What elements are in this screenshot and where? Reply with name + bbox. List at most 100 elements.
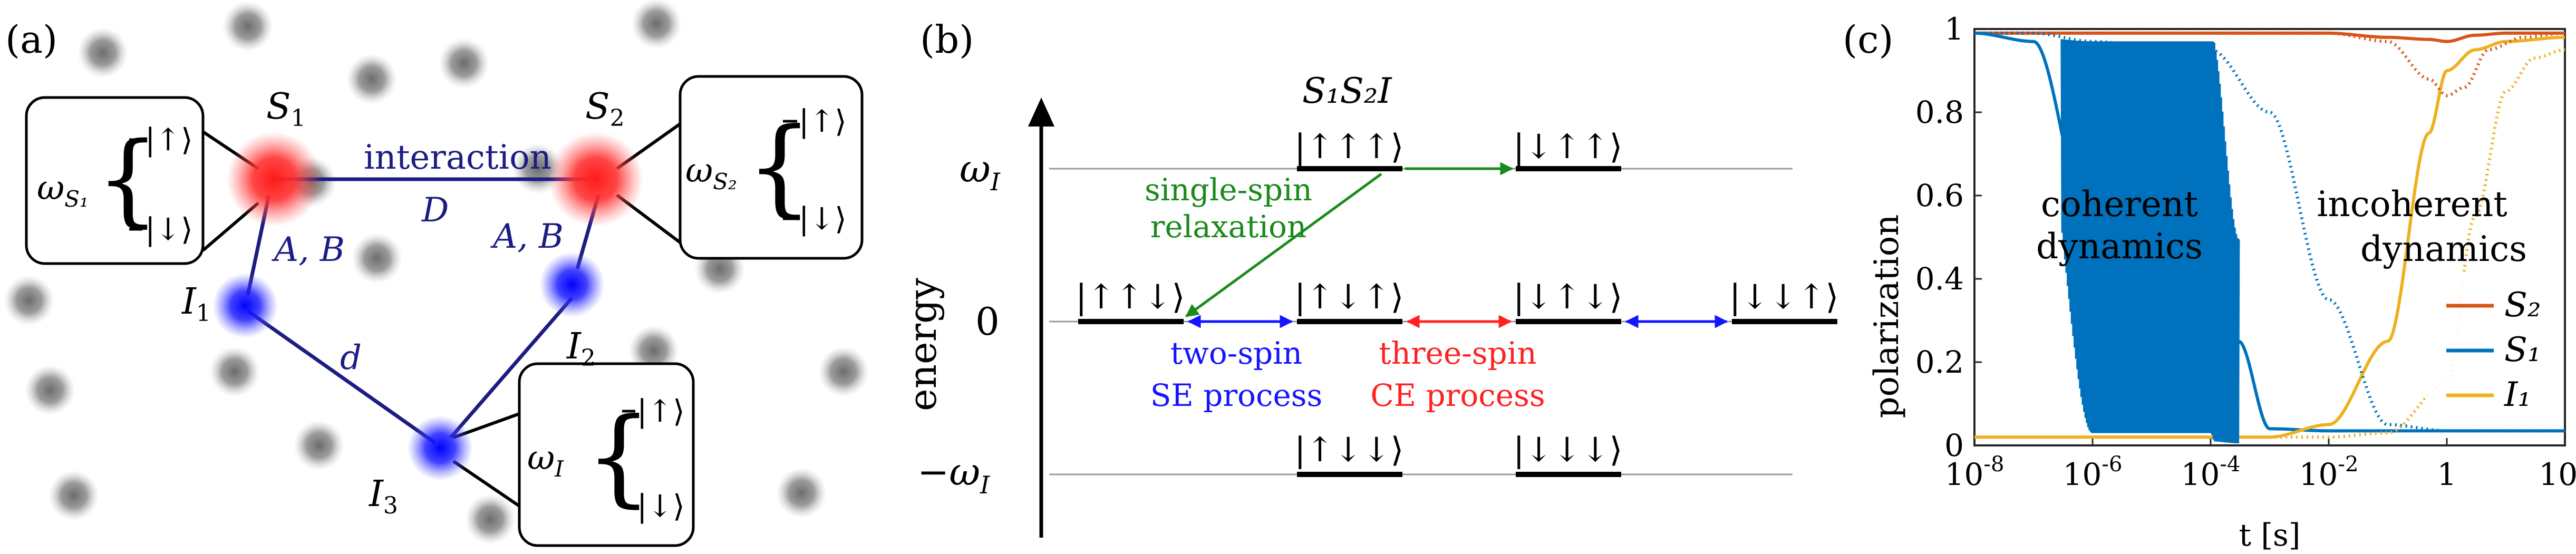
legend-bg bbox=[2425, 274, 2560, 411]
panel-b-label: (b) bbox=[920, 17, 974, 62]
electron-spin-s1 bbox=[227, 132, 322, 227]
d-capital-label: D bbox=[421, 191, 449, 230]
panel-b: (b) energy ωI 0 −ωI S₁S₂I |↑↑↑⟩ |↓↑↑⟩ |↑… bbox=[900, 17, 1838, 538]
zero-tick: 0 bbox=[975, 299, 1000, 344]
ket-down: |↓⟩ bbox=[637, 488, 685, 524]
bath-spin bbox=[439, 38, 489, 89]
ket-down: |↓⟩ bbox=[145, 211, 193, 247]
x-tick-label: 10-4 bbox=[2181, 452, 2241, 492]
omega-s2-label: ωS₂ bbox=[685, 151, 737, 195]
panel-a: (a) bbox=[4, 0, 869, 547]
brace: { bbox=[746, 105, 813, 228]
bath-spin bbox=[465, 494, 516, 545]
x-tick-label: 102 bbox=[2539, 452, 2576, 492]
d-small-label: d bbox=[340, 338, 362, 377]
level-box-frame bbox=[518, 362, 695, 547]
single-spin-label: single-spin bbox=[1145, 172, 1312, 208]
ab-left-label: A, B bbox=[272, 230, 345, 269]
y-tick-label: 0 bbox=[1944, 427, 1964, 463]
level-box-s1: ωS₁ { |↑⟩ |↓⟩ bbox=[25, 96, 259, 265]
interaction-label: interaction bbox=[364, 138, 551, 177]
omega-i-label: ωI bbox=[527, 439, 564, 482]
y-tick-label: 0.6 bbox=[1915, 178, 1964, 213]
ket-ddd: |↓↓↓⟩ bbox=[1513, 431, 1622, 470]
bath-spin bbox=[4, 275, 54, 326]
y-axis-label: polarization bbox=[1867, 215, 1906, 419]
bath-spin bbox=[352, 233, 402, 284]
annot-incoherent-2: dynamics bbox=[2360, 229, 2527, 269]
y-tick-label: 1 bbox=[1944, 11, 1964, 47]
ket-duu: |↓↑↑⟩ bbox=[1513, 128, 1622, 167]
ket-uuu: |↑↑↑⟩ bbox=[1294, 128, 1403, 167]
y-tick-label: 0.8 bbox=[1915, 94, 1964, 130]
bath-spin bbox=[346, 54, 397, 104]
dipolar-line-i2-i3 bbox=[449, 296, 574, 439]
x-axis-label: t [s] bbox=[2239, 517, 2301, 553]
ket-udd: |↑↓↓⟩ bbox=[1294, 431, 1403, 470]
ket-uud: |↑↑↓⟩ bbox=[1076, 278, 1185, 317]
ket-up: |↑⟩ bbox=[637, 393, 685, 429]
i1-label: I1 bbox=[181, 281, 211, 327]
level-box-s2: ωS₂ { |↑⟩ |↓⟩ bbox=[616, 75, 864, 260]
x-tick-label: 10-2 bbox=[2299, 452, 2359, 492]
energy-axis-label: energy bbox=[900, 278, 945, 411]
bath-spin bbox=[294, 420, 344, 471]
se-process-label: SE process bbox=[1150, 377, 1323, 413]
s2-label: S2 bbox=[585, 86, 625, 132]
bath-spin bbox=[818, 346, 869, 397]
y-tick-label: 0.4 bbox=[1915, 261, 1964, 297]
series-dotted-3 bbox=[1974, 31, 2565, 98]
bath-spin bbox=[25, 365, 75, 415]
s1-label: S1 bbox=[266, 86, 306, 132]
ket-ddu: |↓↓↑⟩ bbox=[1729, 278, 1838, 317]
series-dotted-5 bbox=[1974, 48, 2565, 439]
state-header: S₁S₂I bbox=[1302, 71, 1392, 111]
axis-ticks: 10-810-610-410-2110200.20.40.60.81 bbox=[1915, 11, 2576, 492]
ket-down: |↓⟩ bbox=[799, 201, 847, 237]
x-tick-label: 1 bbox=[2437, 456, 2457, 492]
dipolar-line-i1-i3 bbox=[246, 309, 437, 444]
x-tick-label: 10-6 bbox=[2063, 452, 2123, 492]
i2-label: I2 bbox=[566, 326, 596, 372]
energy-axis-arrowhead bbox=[1028, 98, 1054, 127]
omega-s1-label: ωS₁ bbox=[37, 169, 89, 212]
bath-spin bbox=[222, 1, 273, 52]
coherent-oscillation bbox=[2060, 39, 2240, 444]
annot-coherent-2: dynamics bbox=[2036, 226, 2203, 267]
three-spin-label: three-spin bbox=[1379, 335, 1536, 371]
legend: S₂ S₁ I₁ bbox=[2425, 274, 2560, 414]
bath-spin bbox=[78, 27, 128, 78]
legend-label-s2: S₂ bbox=[2504, 286, 2541, 325]
relaxation-label: relaxation bbox=[1150, 209, 1307, 245]
brace: { bbox=[96, 121, 160, 237]
bath-spin bbox=[776, 468, 827, 518]
ab-right-label: A, B bbox=[490, 217, 564, 256]
omega-i-tick: ωI bbox=[960, 147, 1001, 196]
nuclear-spin-i1 bbox=[212, 273, 278, 338]
ket-dud: |↓↑↓⟩ bbox=[1513, 278, 1622, 317]
ce-process-label: CE process bbox=[1370, 377, 1545, 413]
bath-spin bbox=[209, 346, 260, 397]
bath-spin bbox=[631, 0, 682, 49]
nuclear-spin-i2 bbox=[539, 252, 605, 317]
legend-label-s1: S₁ bbox=[2504, 331, 2541, 370]
minus-omega-i-tick: −ωI bbox=[917, 450, 990, 499]
level-box-frame bbox=[679, 75, 864, 260]
panel-a-label: (a) bbox=[5, 17, 57, 62]
legend-label-i1: I₁ bbox=[2504, 375, 2531, 414]
bath-spin bbox=[49, 470, 99, 521]
two-spin-label: two-spin bbox=[1170, 335, 1302, 371]
ket-up: |↑⟩ bbox=[145, 122, 193, 158]
level-box-frame bbox=[25, 96, 205, 265]
i3-label: I3 bbox=[368, 473, 398, 519]
plot-series bbox=[1974, 31, 2565, 444]
electron-spin-s2 bbox=[548, 132, 643, 227]
y-tick-label: 0.2 bbox=[1915, 344, 1964, 380]
annot-coherent-1: coherent bbox=[2041, 184, 2198, 225]
nuclear-spin-i3 bbox=[408, 415, 473, 481]
relaxation-arrow-diagonal bbox=[1185, 172, 1382, 318]
plot-frame bbox=[1973, 28, 2566, 446]
ket-up: |↑⟩ bbox=[799, 103, 847, 139]
level-box-i: ωI { |↑⟩ |↓⟩ bbox=[452, 362, 695, 547]
